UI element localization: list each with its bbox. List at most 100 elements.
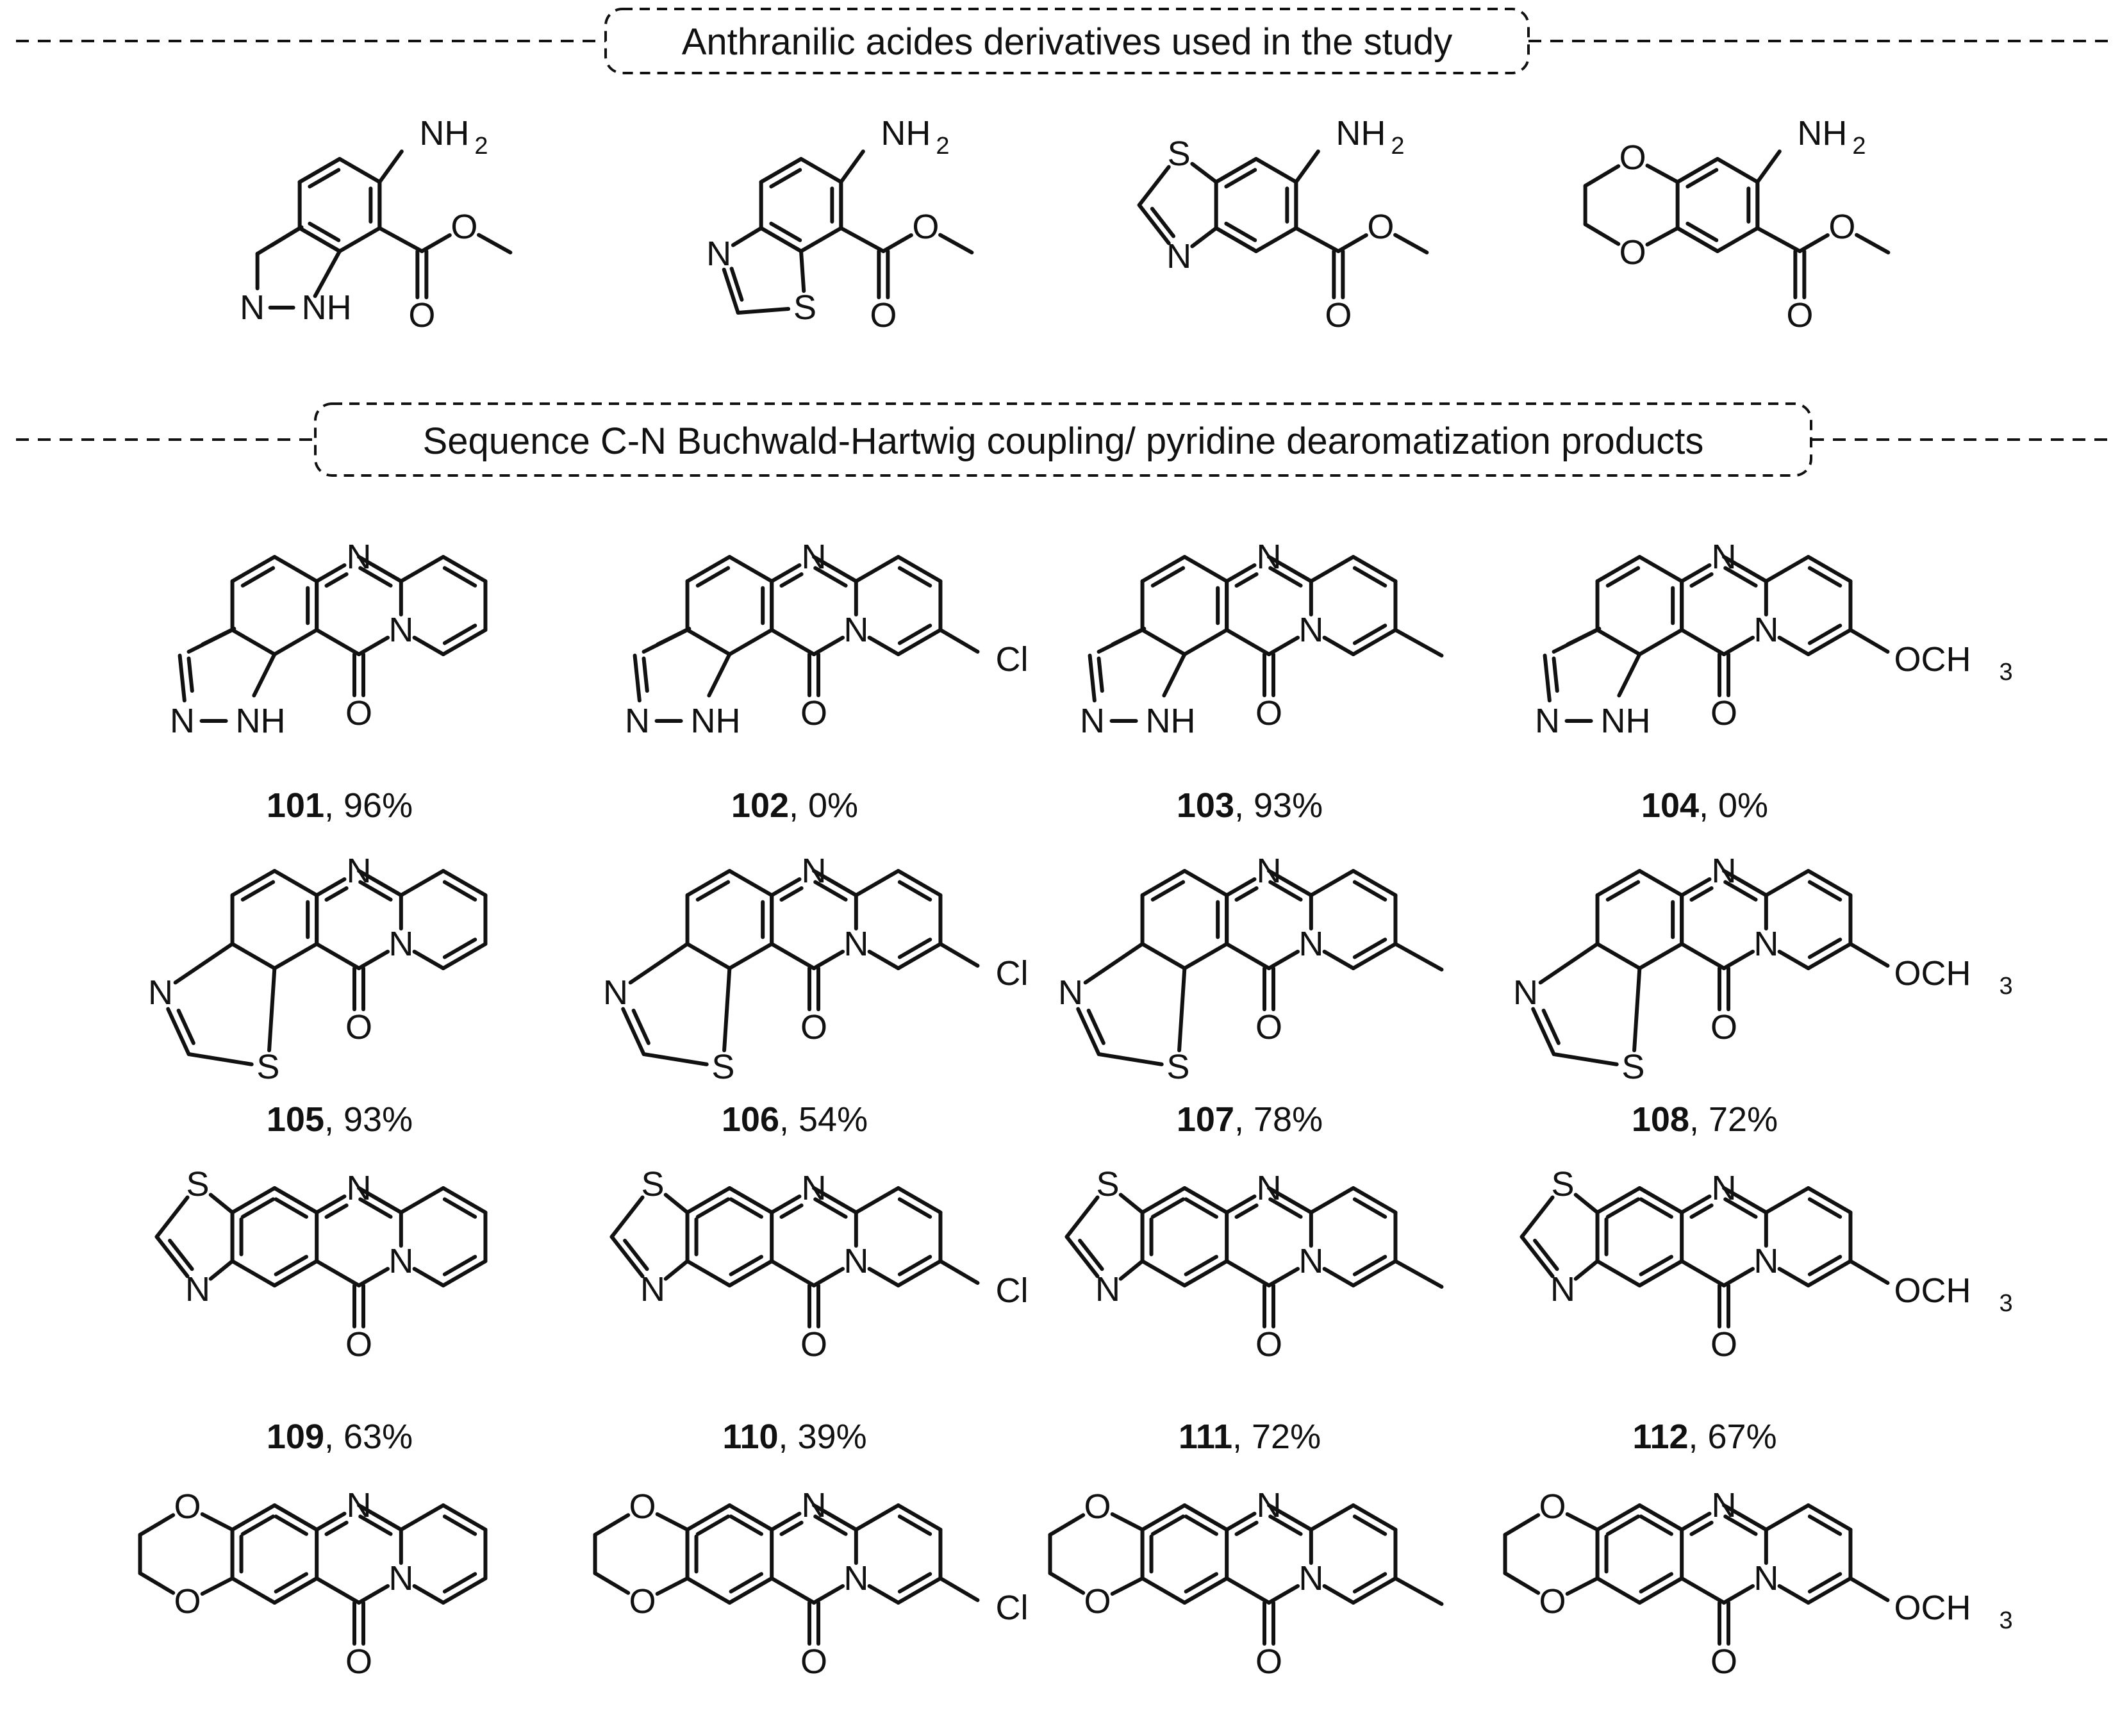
product-caption: 116, 71% (1632, 1735, 1776, 1736)
product-caption: 112, 67% (1632, 1418, 1776, 1456)
compound-number: 113 (267, 1735, 323, 1736)
yield-value: , 63% (324, 1418, 413, 1456)
yield-value: , 39% (779, 1418, 867, 1456)
yield-value: , 53% (1234, 1735, 1322, 1736)
ring-n-label: N (640, 1270, 665, 1309)
amine-subscript: 2 (1391, 133, 1404, 160)
compound-number: 103 (1177, 786, 1234, 825)
amine-subscript: 2 (936, 133, 949, 160)
product-caption: 110, 39% (722, 1418, 866, 1456)
ring-n-label: N (1550, 1270, 1575, 1309)
compound-number: 109 (267, 1418, 324, 1456)
ring-n-label: N (185, 1270, 210, 1309)
products-title: Sequence C-N Buchwald-Hartwig coupling/ … (423, 420, 1704, 462)
methoxy-subscript: 3 (1999, 1607, 2012, 1634)
product-caption: 106, 54% (722, 1100, 868, 1139)
amine-label: NH (1797, 114, 1847, 153)
reagents-title: Anthranilic acides derivatives used in t… (682, 21, 1453, 63)
products-section-header: Sequence C-N Buchwald-Hartwig coupling/ … (16, 402, 2108, 477)
ring-o-label: O (1619, 233, 1646, 272)
compound-number: 108 (1632, 1100, 1689, 1139)
product-molecule-113: NNOOO113, 87% (138, 1486, 488, 1736)
carbonyl-o-label: O (1255, 1008, 1282, 1046)
ring-nh-label: NH (1601, 702, 1651, 740)
title-box (604, 8, 1530, 74)
yield-value: , 78% (1234, 1100, 1323, 1139)
product-caption: 101, 96% (267, 786, 413, 825)
ring-n-label: N (1753, 611, 1778, 649)
ring-o-label: O (174, 1487, 201, 1526)
ring-n-label: N (625, 702, 650, 740)
product-molecule-114: NNOClOO114, 79% (593, 1486, 1028, 1736)
ring-n-label: N (1753, 1559, 1778, 1598)
carbonyl-o-label: O (1255, 694, 1282, 732)
product-molecule-115: NNOOO115, 53% (1048, 1486, 1444, 1736)
ring-o-label: O (1084, 1487, 1111, 1526)
yield-value: , 67% (1689, 1418, 1777, 1456)
amine-subscript: 2 (1852, 133, 1866, 160)
ester-o-label: O (1367, 208, 1394, 246)
compound-number: 112 (1632, 1418, 1688, 1456)
carbonyl-o-label: O (408, 296, 435, 335)
ring-n-label: N (1166, 237, 1191, 276)
carbonyl-o-label: O (800, 1008, 827, 1046)
amine-subscript: 2 (474, 133, 488, 160)
carbonyl-o-label: O (1255, 1325, 1282, 1364)
product-caption: 111, 72% (1179, 1418, 1321, 1456)
carbonyl-o-label: O (345, 1008, 372, 1046)
ring-n-label: N (388, 1559, 413, 1598)
methoxy-subscript: 3 (1999, 973, 2012, 1000)
compound-number: 105 (267, 1100, 324, 1139)
ring-s-label: S (1552, 1165, 1575, 1203)
yield-value: , 96% (324, 786, 413, 825)
methoxy-subscript: 3 (1999, 1290, 2012, 1317)
ring-n-label: N (843, 1559, 868, 1598)
product-caption: 109, 63% (267, 1418, 413, 1456)
ring-n-label: N (603, 973, 628, 1012)
ring-o-label: O (629, 1487, 656, 1526)
yield-value: , 93% (324, 1100, 413, 1139)
ring-s-label: S (256, 1048, 279, 1086)
chloro-label: Cl (995, 640, 1028, 679)
ring-nh-label: NH (302, 288, 352, 327)
ring-o-label: O (629, 1582, 656, 1621)
carbonyl-o-label: O (1710, 1325, 1737, 1364)
ring-n-label: N (388, 611, 413, 649)
chloro-label: Cl (995, 954, 1028, 993)
ring-s-label: S (1621, 1048, 1644, 1086)
ring-n-label: N (148, 973, 173, 1012)
ring-s-label: S (186, 1165, 210, 1203)
carbonyl-o-label: O (1255, 1642, 1282, 1681)
carbonyl-o-label: O (1325, 296, 1352, 335)
ring-s-label: S (1168, 135, 1191, 173)
product-molecule-116: NNOOCH3OO116, 71% (1503, 1486, 2013, 1736)
ring-n-label: N (1298, 1242, 1323, 1280)
yield-value: , 87% (324, 1735, 412, 1736)
carbonyl-o-label: O (1710, 1008, 1737, 1046)
carbonyl-o-label: O (345, 1642, 372, 1681)
ring-o-label: O (1539, 1582, 1566, 1621)
amine-label: NH (1336, 114, 1386, 153)
carbonyl-o-label: O (800, 1642, 827, 1681)
ring-n-label: N (1080, 702, 1105, 740)
amine-label: NH (419, 114, 469, 153)
yield-value: , 0% (789, 786, 858, 825)
methoxy-label: OCH (1894, 1589, 1971, 1627)
ring-n-label: N (1535, 702, 1560, 740)
methoxy-subscript: 3 (1999, 659, 2012, 686)
product-caption: 105, 93% (267, 1100, 413, 1139)
ring-nh-label: NH (691, 702, 741, 740)
yield-value: , 72% (1232, 1418, 1321, 1456)
ester-o-label: O (1828, 208, 1855, 246)
compound-number: 104 (1641, 786, 1699, 825)
ring-n-label: N (706, 235, 731, 273)
